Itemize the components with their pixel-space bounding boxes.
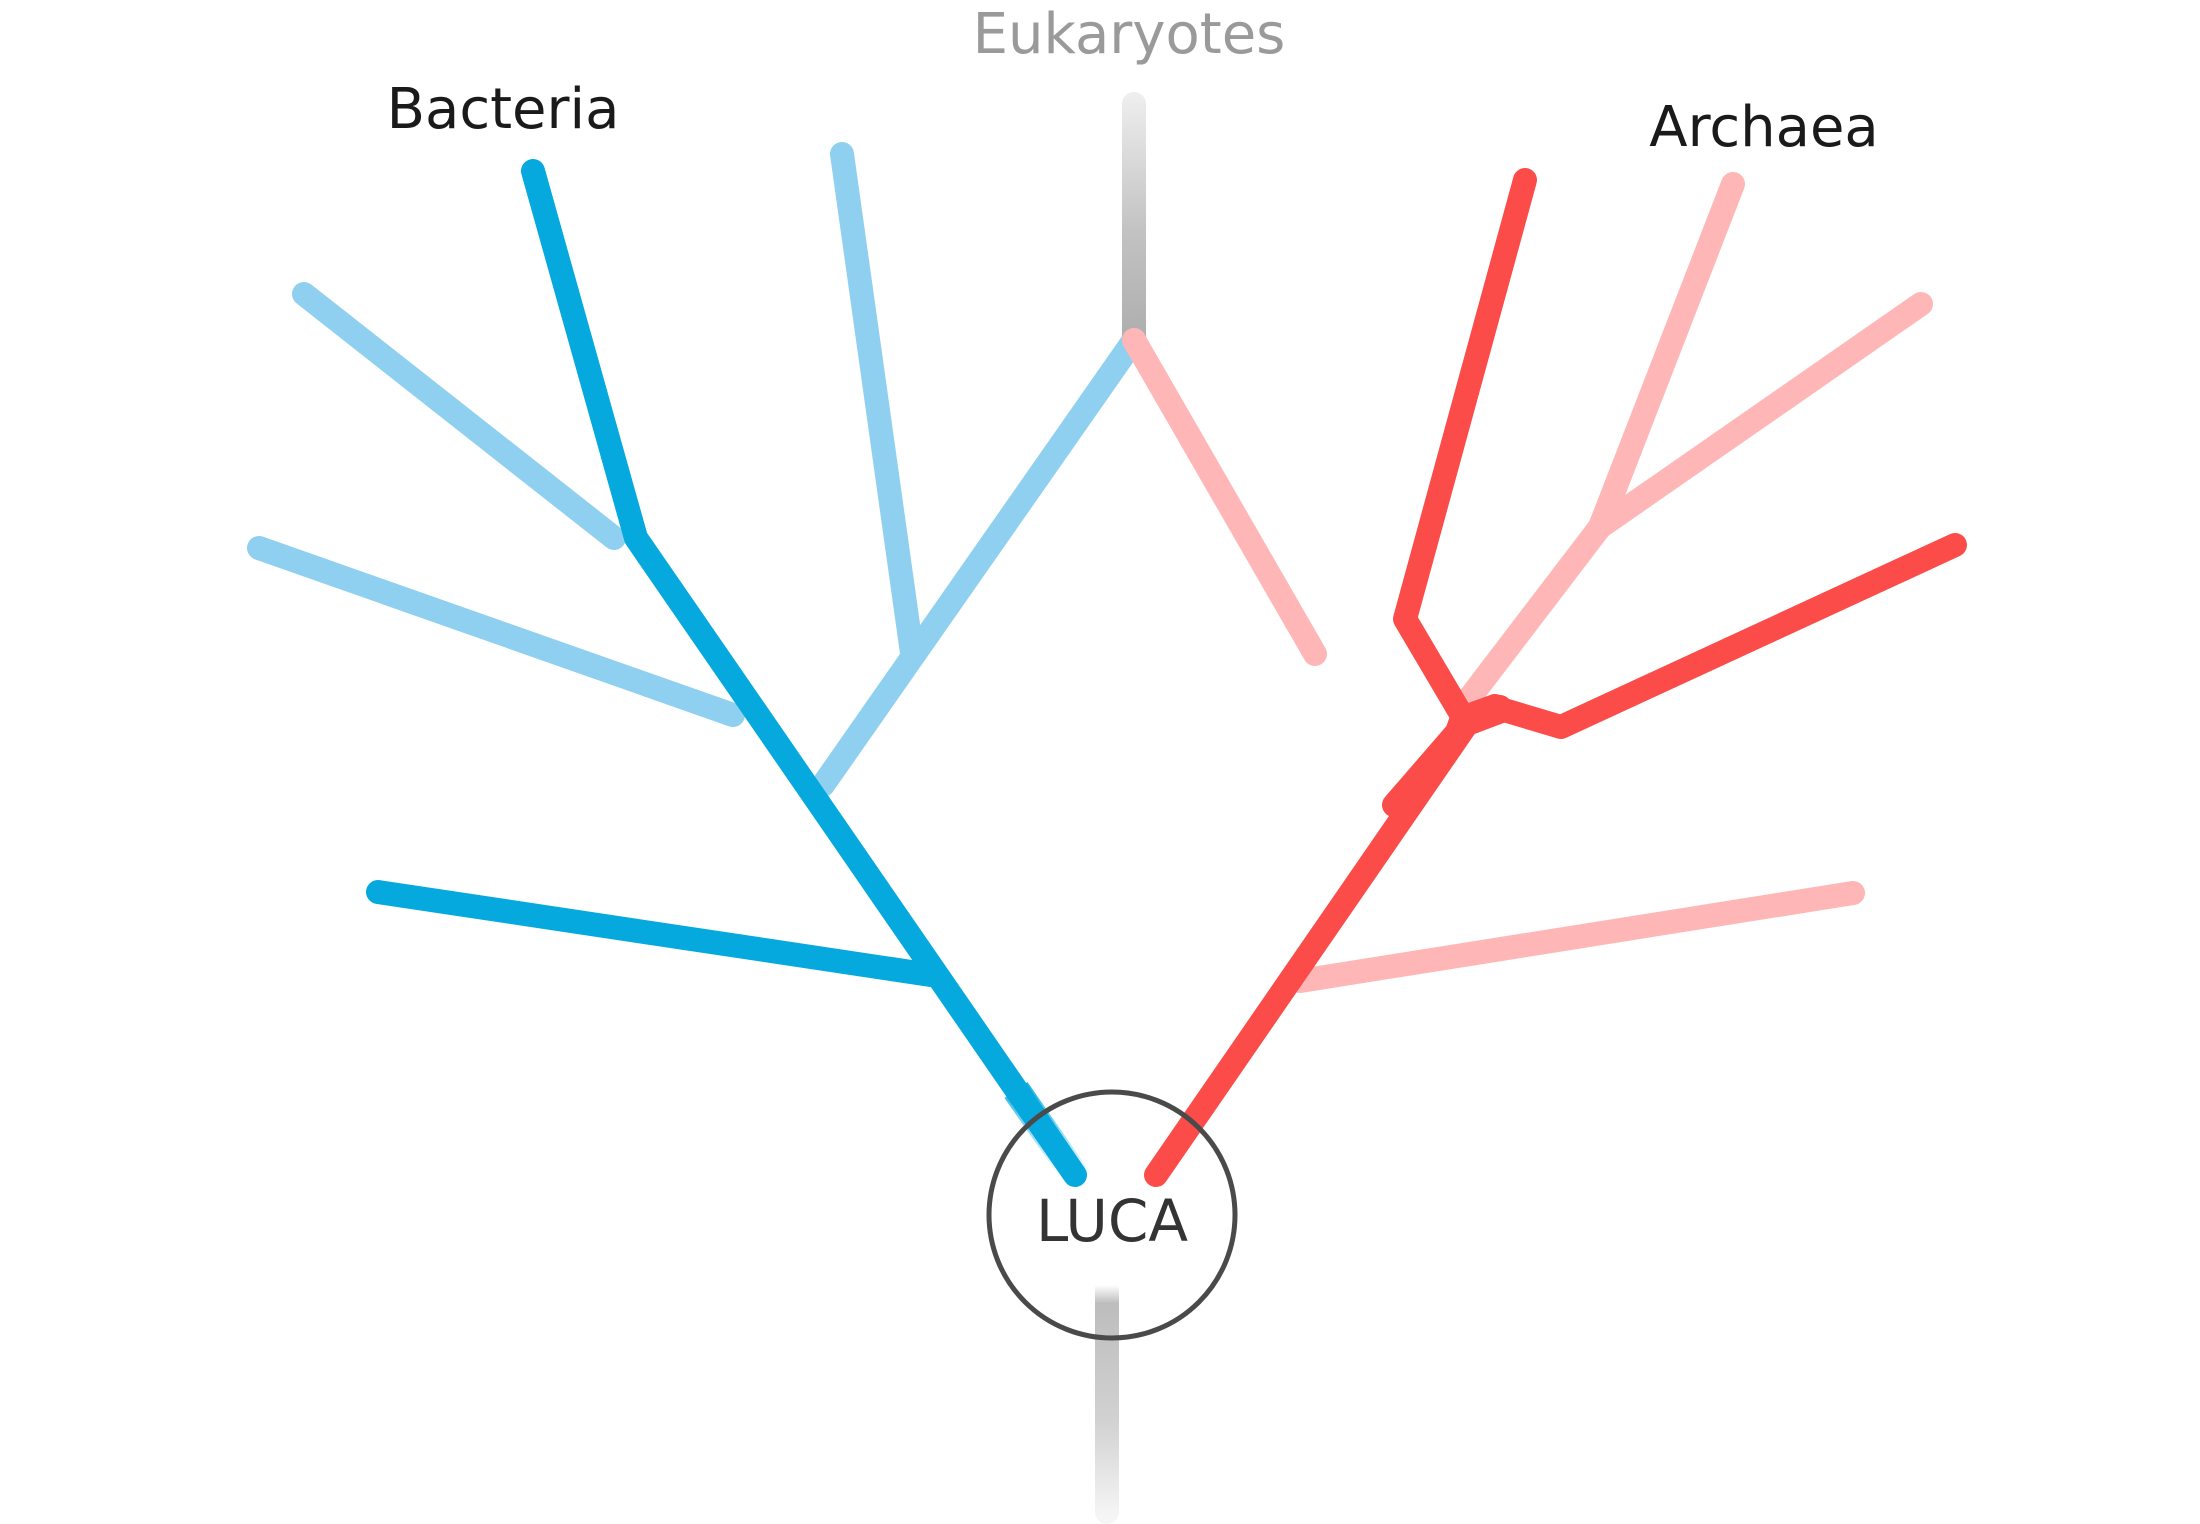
branch-dark-red bbox=[1443, 694, 1507, 750]
branch-light-red bbox=[1122, 328, 1327, 666]
branch-dark-red bbox=[1455, 533, 1967, 739]
branch-light-red bbox=[1588, 292, 1933, 539]
branch-light-blue bbox=[830, 142, 924, 665]
archaea-light-branches bbox=[1122, 172, 1933, 993]
eukaryotes-label: Eukaryotes bbox=[973, 2, 1286, 67]
bacteria-dark-branches bbox=[366, 159, 1101, 1203]
branch-dark-red bbox=[1144, 168, 1537, 1187]
bacteria-light-branches bbox=[247, 142, 1146, 797]
branch-light-blue bbox=[247, 536, 745, 727]
bacteria-trunk-fade bbox=[1004, 1082, 1101, 1203]
luca-node bbox=[986, 1089, 1238, 1341]
branch-light-blue bbox=[811, 328, 1146, 797]
branch-light-red bbox=[1288, 881, 1865, 993]
bacteria-label: Bacteria bbox=[387, 77, 620, 142]
archaea-dark-branches bbox=[1144, 168, 1967, 1187]
branch-light-blue bbox=[292, 282, 626, 550]
archaea-label: Archaea bbox=[1649, 95, 1878, 160]
luca-label: LUCA bbox=[1036, 1187, 1188, 1255]
branch-dark-blue bbox=[366, 880, 943, 987]
